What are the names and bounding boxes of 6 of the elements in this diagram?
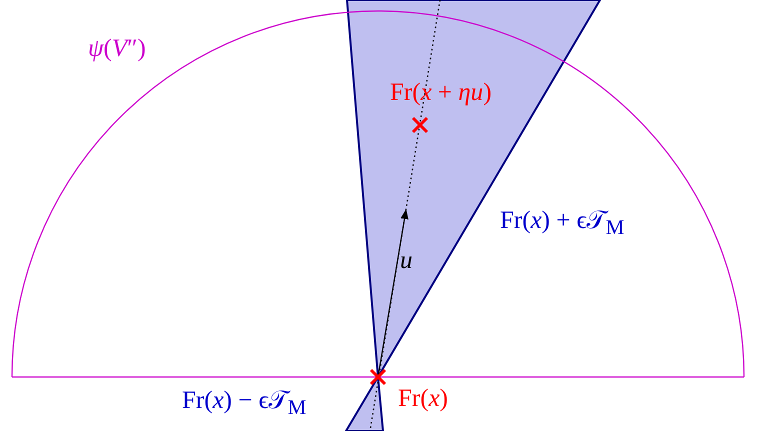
math-label: Fr(x + ηu)	[390, 80, 492, 105]
math-label: ψ(V″)	[88, 36, 146, 61]
math-label: Fr(x) + ϵ𝒯$_{M}$	[500, 208, 624, 238]
math-label: u	[400, 248, 412, 273]
math-label: Fr(x) − ϵ𝒯$_{M}$	[182, 388, 306, 418]
math-label: Fr(x)	[398, 386, 448, 411]
